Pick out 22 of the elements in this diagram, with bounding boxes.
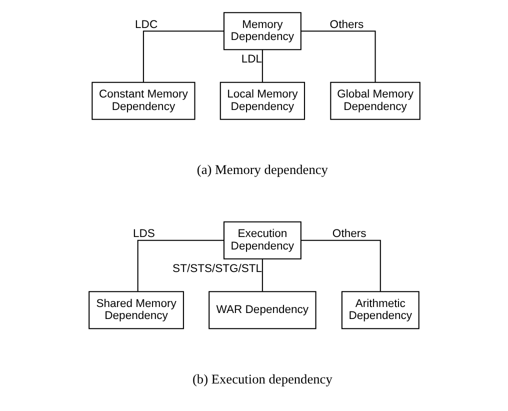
connector [261,50,262,82]
node-box: Constant Memory Dependency [91,82,195,120]
connector [136,240,224,292]
connector [300,240,380,292]
node-box: Local Memory Dependency [219,82,305,120]
node-box: Memory Dependency [222,12,301,50]
edge-label: LDL [240,54,262,66]
node-box: Global Memory Dependency [330,82,420,120]
connector [261,259,262,292]
node-box: Arithmetic Dependency [340,291,419,330]
edge-label: ST/STS/STG/STL [172,262,262,275]
edge-label: LDS [132,228,154,240]
node-box: Shared Memory Dependency [88,291,184,330]
label: (b) Execution dependency [192,371,332,386]
node-box: Execution Dependency [222,221,301,260]
node-box: WAR Dependency [208,291,316,330]
connector [300,30,376,82]
edge-label: LDC [134,18,158,31]
connector [142,30,224,82]
edge-label: Others [332,228,366,240]
label: (a) Memory dependency [196,162,328,178]
edge-label: Others [329,18,364,31]
